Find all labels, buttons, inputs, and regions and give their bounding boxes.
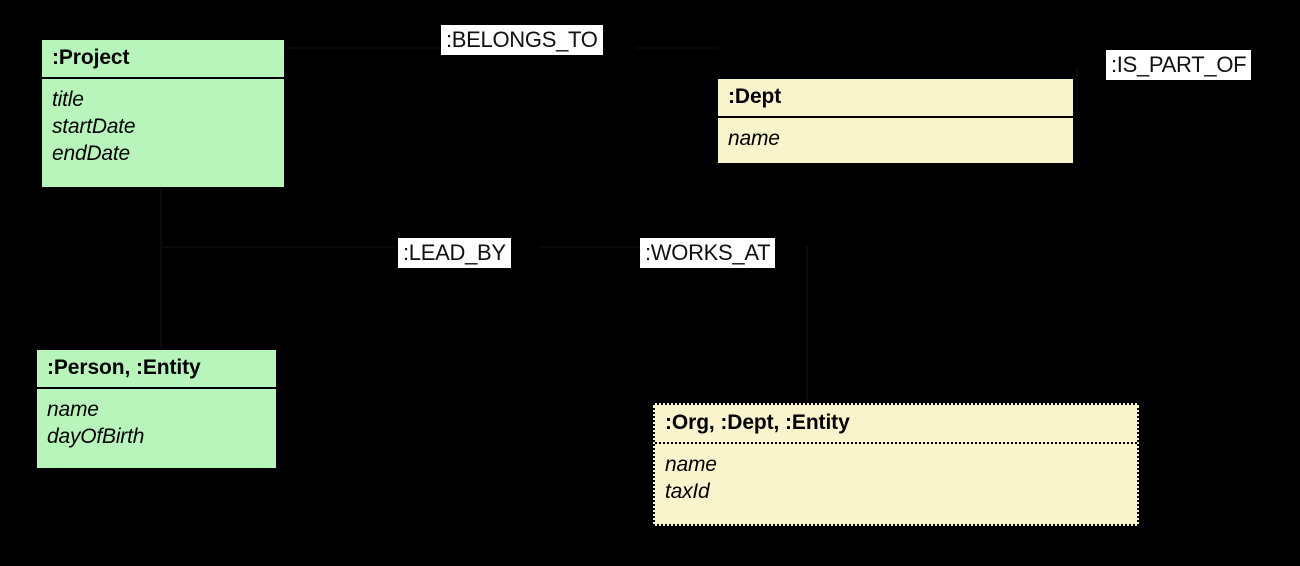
entity-header-person: :Person, :Entity — [37, 350, 276, 389]
edge-line-works-at — [540, 246, 640, 248]
relationship-label-belongs-to[interactable]: :BELONGS_TO — [441, 25, 603, 55]
entity-properties-org: name taxId — [655, 444, 1137, 524]
entity-property: name — [665, 453, 717, 476]
entity-property: name — [728, 127, 780, 150]
entity-property: dayOfBirth — [47, 425, 145, 448]
entity-property: endDate — [52, 142, 130, 165]
relationship-label-works-at[interactable]: :WORKS_AT — [640, 238, 776, 268]
entity-properties-dept: name — [718, 118, 1073, 163]
edge-line-works-at-dst — [806, 246, 808, 406]
entity-node-project[interactable]: :Project title startDate endDate — [40, 38, 286, 189]
edge-line-lead-by-src — [160, 188, 162, 348]
entity-property: title — [52, 88, 84, 111]
entity-node-person[interactable]: :Person, :Entity name dayOfBirth — [35, 348, 278, 470]
entity-property: startDate — [52, 115, 136, 138]
entity-properties-person: name dayOfBirth — [37, 389, 276, 468]
edge-line-belongs-to — [285, 47, 445, 49]
entity-header-org: :Org, :Dept, :Entity — [655, 405, 1137, 444]
edge-line-belongs-to-end — [636, 47, 718, 49]
entity-property: name — [47, 398, 99, 421]
relationship-label-lead-by[interactable]: :LEAD_BY — [398, 238, 511, 268]
entity-property: taxId — [665, 480, 710, 503]
edge-line-lead-by — [160, 246, 395, 248]
entity-header-project: :Project — [42, 40, 284, 79]
edge-line-is-part-of — [1076, 68, 1078, 118]
entity-properties-project: title startDate endDate — [42, 79, 284, 187]
entity-header-dept: :Dept — [718, 79, 1073, 118]
relationship-label-is-part-of[interactable]: :IS_PART_OF — [1106, 50, 1252, 80]
entity-node-org[interactable]: :Org, :Dept, :Entity name taxId — [653, 403, 1139, 526]
entity-node-dept[interactable]: :Dept name — [716, 77, 1075, 165]
